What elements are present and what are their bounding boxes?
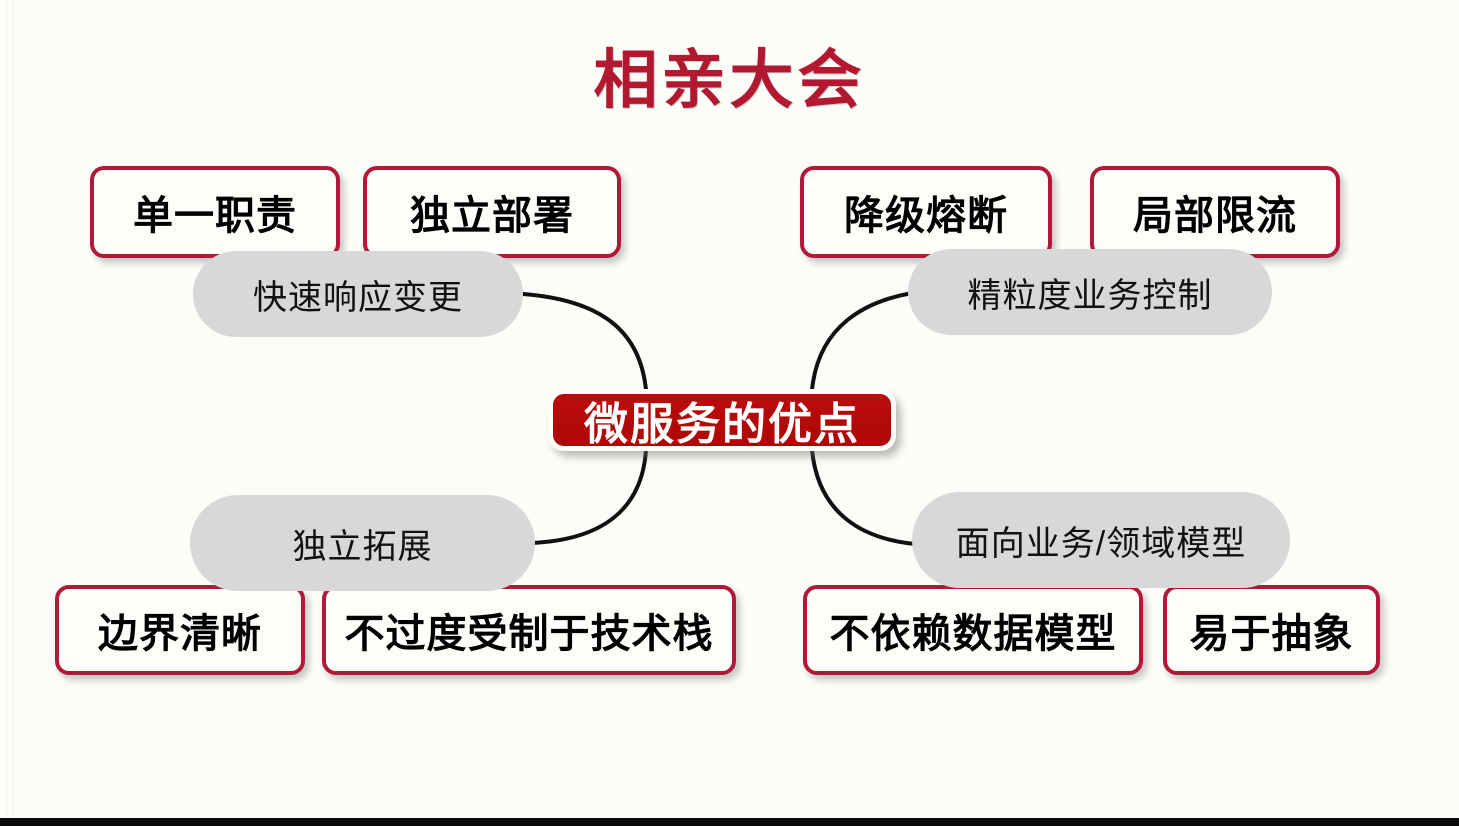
pill-label: 独立拓展 — [292, 527, 433, 566]
connector-bottom-left — [529, 448, 648, 545]
box-clear-boundaries[interactable]: 边界清晰 — [55, 585, 305, 675]
pill-independent-scaling[interactable]: 独立拓展 — [190, 495, 535, 591]
center-badge-label: 微服务的优点 — [584, 400, 860, 449]
left-edge-rule-1 — [6, 0, 7, 826]
box-local-rate-limiting[interactable]: 局部限流 — [1090, 166, 1340, 258]
connector-bottom-right — [810, 448, 930, 547]
box-degradation-circuit-breaking[interactable]: 降级熔断 — [800, 166, 1052, 258]
box-single-responsibility[interactable]: 单一职责 — [90, 166, 340, 258]
pill-label: 快速响应变更 — [253, 278, 463, 317]
box-label: 降级熔断 — [844, 194, 1008, 238]
box-label: 局部限流 — [1133, 194, 1297, 238]
box-not-overly-constrained-by-tech-stack[interactable]: 不过度受制于技术栈 — [322, 585, 736, 675]
box-label: 单一职责 — [133, 194, 297, 238]
connector-top-left — [521, 292, 648, 392]
box-easy-to-abstract[interactable]: 易于抽象 — [1163, 585, 1380, 675]
pill-label: 精粒度业务控制 — [967, 276, 1213, 315]
box-label: 不过度受制于技术栈 — [344, 612, 714, 656]
left-edge-rule-2 — [13, 0, 14, 826]
pill-label: 面向业务/领域模型 — [955, 524, 1247, 563]
box-no-data-model-dependency[interactable]: 不依赖数据模型 — [803, 585, 1143, 675]
box-label: 易于抽象 — [1189, 612, 1354, 656]
bottom-black-bar — [0, 818, 1459, 826]
pill-business-domain-model-oriented[interactable]: 面向业务/领域模型 — [912, 492, 1290, 588]
pill-fine-grained-business-control[interactable]: 精粒度业务控制 — [908, 249, 1272, 335]
slide-title: 相亲大会 — [593, 44, 866, 116]
box-independent-deployment[interactable]: 独立部署 — [363, 166, 621, 258]
box-label: 独立部署 — [410, 194, 574, 238]
box-label: 不依赖数据模型 — [829, 612, 1117, 656]
pill-fast-response-to-change[interactable]: 快速响应变更 — [193, 251, 523, 337]
box-label: 边界清晰 — [98, 612, 262, 656]
center-badge-microservice-advantages[interactable]: 微服务的优点 — [548, 389, 896, 451]
